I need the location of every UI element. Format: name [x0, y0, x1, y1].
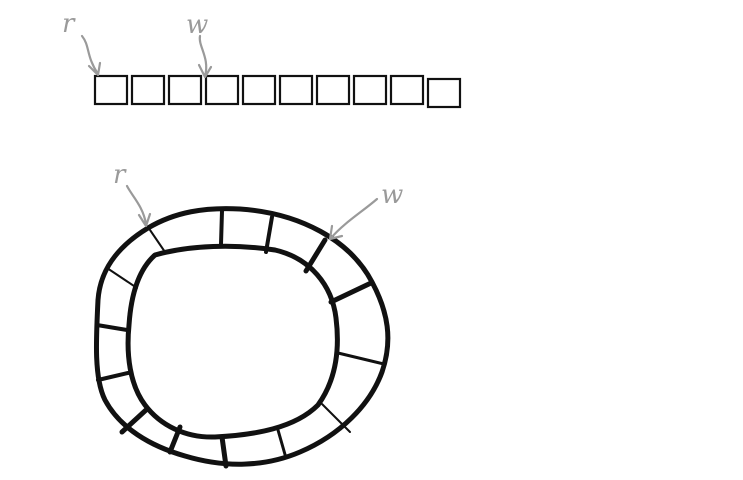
ring-divider — [219, 209, 224, 246]
ring-divider — [328, 280, 374, 305]
write-pointer-label: w — [186, 10, 208, 40]
ring-slot-dividers — [95, 209, 386, 469]
buffer-cell — [315, 74, 351, 106]
linear-buffer: r w — [62, 9, 462, 109]
ring-divider — [106, 267, 138, 289]
ring-divider — [95, 323, 129, 332]
ring-divider — [149, 229, 166, 253]
ring-divider — [321, 403, 351, 433]
buffer-cell — [167, 74, 203, 106]
buffer-cell — [426, 77, 462, 109]
read-pointer-label: r — [62, 9, 76, 39]
buffer-cell — [130, 74, 166, 106]
buffer-cell — [204, 74, 240, 106]
ring-divider — [119, 407, 149, 435]
buffer-cell — [278, 74, 314, 106]
buffer-cell — [93, 74, 129, 106]
ring-buffer: r w — [93, 160, 403, 469]
ring-divider — [336, 351, 386, 366]
buffer-cell — [389, 74, 425, 106]
buffer-cells — [93, 74, 462, 109]
ring-divider — [96, 371, 130, 382]
ring-inner-edge — [125, 243, 340, 440]
ring-divider — [167, 424, 183, 455]
ring-write-pointer-arrow — [328, 197, 379, 241]
ring-divider — [303, 237, 328, 274]
write-pointer-arrow — [197, 34, 213, 79]
ring-read-pointer-label: r — [113, 160, 127, 190]
ring-divider — [219, 434, 229, 469]
ring-divider — [276, 428, 288, 460]
ring-divider — [264, 215, 274, 254]
read-pointer-arrow — [80, 34, 102, 77]
buffer-cell — [352, 74, 388, 106]
ring-write-pointer-label: w — [381, 180, 403, 210]
ring-outer-edge — [93, 206, 391, 467]
ring-read-pointer-arrow — [125, 184, 152, 228]
buffer-cell — [241, 74, 277, 106]
